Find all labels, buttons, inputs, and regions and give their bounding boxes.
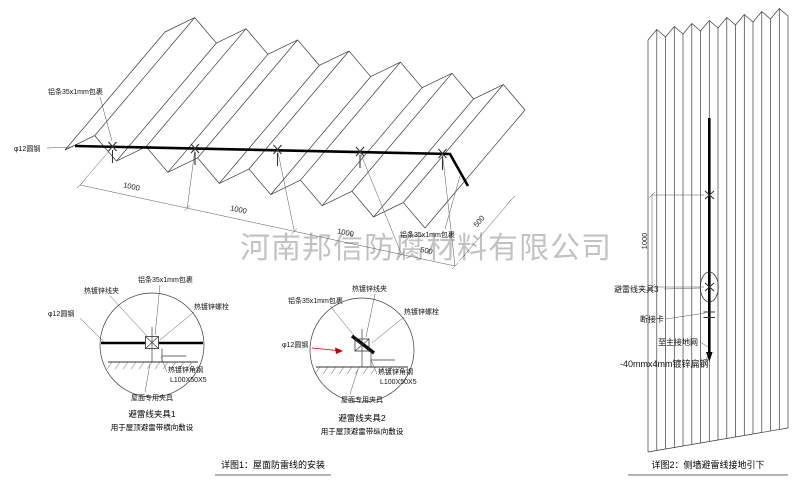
wall-dim-extension [652, 194, 704, 288]
detail2-label-roof-clamp: 屋面专用夹具 [341, 395, 383, 404]
detail1-circle [99, 292, 205, 398]
detail1-label-alum-strip: 铝条35x1mm包裹 [138, 275, 193, 284]
wall-corrugation-lines [647, 8, 789, 452]
detail1-label-angle-steel: 热镀锌角钢 [168, 365, 203, 374]
detail-circle-2: 铝条35x1mm包裹 热镀锌线夹 热镀锌螺栓 φ12圆钢 热镀锌角钢 L100X… [282, 284, 439, 436]
down-conductor-arrowhead [706, 352, 713, 362]
detail2-label-alum-strip: 铝条35x1mm包裹 [288, 296, 343, 305]
detail1-hatching [106, 361, 193, 370]
detail2-label-angle-spec: L100X50X5 [380, 379, 417, 386]
detail2-angle-steel [370, 350, 395, 367]
detail2-subtitle: 用于屋顶避雷带纵向敷设 [321, 426, 404, 436]
depth-dimension-line [458, 195, 516, 262]
wall-dim-1000: 1000 [640, 233, 649, 250]
roof-dim-seg3: 1000 [336, 226, 354, 238]
captions: 详图1：屋面防雷线的安装 详图2：侧墙避雷线接地引下 [215, 459, 788, 476]
roof-dim-seg2: 1000 [229, 203, 247, 215]
dimension-line [76, 181, 459, 270]
detail2-label-round-steel: φ12圆钢 [282, 340, 308, 349]
roof-label-alum-strip-right: 铝条35x1mm包裹 [400, 230, 455, 239]
detail1-label-bolt: 热镀锌螺栓 [194, 302, 229, 311]
roof-leader-lines [46, 96, 461, 230]
detail1-subtitle: 用于屋顶避雷带横向敷设 [111, 422, 194, 432]
roof-label-round-steel: φ12圆钢 [14, 144, 40, 153]
detail2-label-wire-clamp: 热镀锌线夹 [352, 284, 387, 293]
detail1-label-round-steel: φ12圆钢 [48, 309, 74, 318]
wall-elevation-view: 1000 避雷线夹具3 断接卡 至主接地网 -40mmx4mm镀锌扁钢 [614, 8, 789, 453]
dimension-extension-lines [79, 146, 456, 267]
wall-label-disconnect: 断接卡 [640, 314, 664, 324]
lightning-wire [74, 144, 470, 187]
roof-ridge-lines [64, 17, 526, 229]
detail-circle-1: 热镀锌线夹 铝条35x1mm包裹 热镀锌螺栓 φ12圆钢 热镀锌角钢 L100X… [48, 275, 229, 432]
wall-label-to-ground: 至主接地网 [658, 337, 698, 347]
detail1-angle-steel [161, 348, 186, 362]
detail1-label-angle-spec: L100X50X5 [170, 377, 207, 384]
detail2-label-angle-steel: 热镀锌角钢 [378, 367, 413, 376]
detail1-label-roof-clamp: 屋面专用夹具 [131, 393, 173, 402]
wall-dim-line [648, 191, 656, 291]
roof-label-alum-strip-top: 铝条35x1mm包裹 [48, 87, 103, 96]
detail2-leader-lines [329, 293, 405, 395]
caption-detail1: 详图1：屋面防雷线的安装 [221, 459, 325, 470]
wall-clamp-upper [704, 190, 715, 200]
detail2-hatching [314, 366, 401, 375]
wire-clamps [108, 141, 447, 170]
detail2-label-bolt: 热镀锌螺栓 [404, 307, 439, 316]
detail2-circle [309, 297, 415, 403]
caption-detail2: 详图2：侧墙避雷线接地引下 [651, 459, 764, 470]
wall-clamp-lower [704, 282, 715, 292]
detail2-title: 避雷线夹具2 [338, 413, 386, 423]
wall-label-flat-steel: -40mmx4mm镀锌扁钢 [620, 358, 709, 369]
roof-back-profile [164, 17, 526, 111]
detail2-red-arrowhead [335, 347, 343, 354]
disconnect-joint [703, 311, 715, 319]
wall-leader-lines [663, 287, 710, 365]
roof-dim-seg4: 500 [419, 245, 433, 256]
roof-dim-depth: 500 [472, 214, 487, 229]
roof-dim-seg1: 1000 [122, 180, 140, 192]
detail1-title: 避雷线夹具1 [128, 409, 176, 419]
roof-isometric-view: 1000 1000 1000 500 500 铝条35x1mm包裹 φ12圆钢 … [14, 17, 526, 270]
wall-label-clamp3: 避雷线夹具3 [614, 284, 659, 294]
detail1-leader-lines [79, 284, 195, 393]
detail1-label-wire-clamp: 热镀锌线夹 [84, 286, 119, 295]
